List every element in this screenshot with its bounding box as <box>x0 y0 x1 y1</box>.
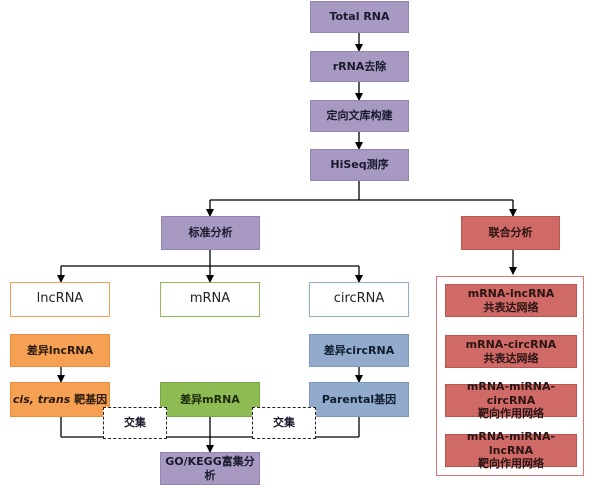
rrna-removal-label: rRNA去除 <box>332 59 387 73</box>
total-rna-label: Total RNA <box>329 10 390 24</box>
joint-item-line2: 靶向作用网络 <box>478 407 544 421</box>
lncrna-node: lncRNA <box>10 282 110 317</box>
joint-item-line2: 靶向作用网络 <box>478 457 544 471</box>
intersect-right-label: 交集 <box>273 416 295 430</box>
joint-item-line1: mRNA-circRNA <box>465 337 557 351</box>
diff-mrna-node: 差异mRNA <box>160 382 260 417</box>
diff-lncrna-node: 差异lncRNA <box>10 334 110 367</box>
hiseq-node: HiSeq测序 <box>310 149 409 181</box>
joint-analysis-label: 联合分析 <box>488 226 533 240</box>
go-kegg-label: GO/KEGG富集分析 <box>165 454 255 482</box>
parental-gene-node: Parental基因 <box>309 382 409 417</box>
intersect-left-label: 交集 <box>124 416 146 430</box>
diff-lncrna-label: 差异lncRNA <box>26 343 94 357</box>
hiseq-label: HiSeq测序 <box>330 158 389 172</box>
joint-item-line1: mRNA-lncRNA <box>467 286 555 300</box>
joint-analysis-node: 联合分析 <box>461 216 560 250</box>
joint-analysis-frame <box>436 276 584 476</box>
joint-item-line2: 共表达网络 <box>483 351 539 365</box>
mrna-label: mRNA <box>189 291 231 307</box>
library-build-label: 定向文库构建 <box>326 109 393 123</box>
library-build-node: 定向文库构建 <box>310 100 409 132</box>
joint-item-line1: mRNA-miRNA-circRNA <box>466 379 556 407</box>
mrna-node: mRNA <box>160 282 260 317</box>
diff-mrna-label: 差异mRNA <box>180 392 240 406</box>
circrna-node: circRNA <box>309 282 409 317</box>
diff-circrna-label: 差异circRNA <box>323 343 395 357</box>
diff-circrna-node: 差异circRNA <box>309 334 409 367</box>
standard-analysis-node: 标准分析 <box>161 216 260 250</box>
parental-gene-label: Parental基因 <box>321 392 397 406</box>
intersect-right-node: 交集 <box>252 407 316 439</box>
total-rna-node: Total RNA <box>310 1 409 33</box>
standard-analysis-label: 标准分析 <box>188 226 233 240</box>
lncrna-label: lncRNA <box>36 291 84 307</box>
joint-item-line1: mRNA-miRNA-lncRNA <box>466 429 556 457</box>
cis-trans-target-node: cis, trans 靶基因 <box>10 382 110 417</box>
intersect-left-node: 交集 <box>103 407 167 439</box>
circrna-label: circRNA <box>333 291 385 307</box>
go-kegg-node: GO/KEGG富集分析 <box>160 452 260 485</box>
cis-trans-label: cis, trans <box>12 392 71 406</box>
target-gene-label: 靶基因 <box>70 392 108 406</box>
joint-item-line2: 共表达网络 <box>483 300 539 314</box>
rrna-removal-node: rRNA去除 <box>310 51 409 82</box>
